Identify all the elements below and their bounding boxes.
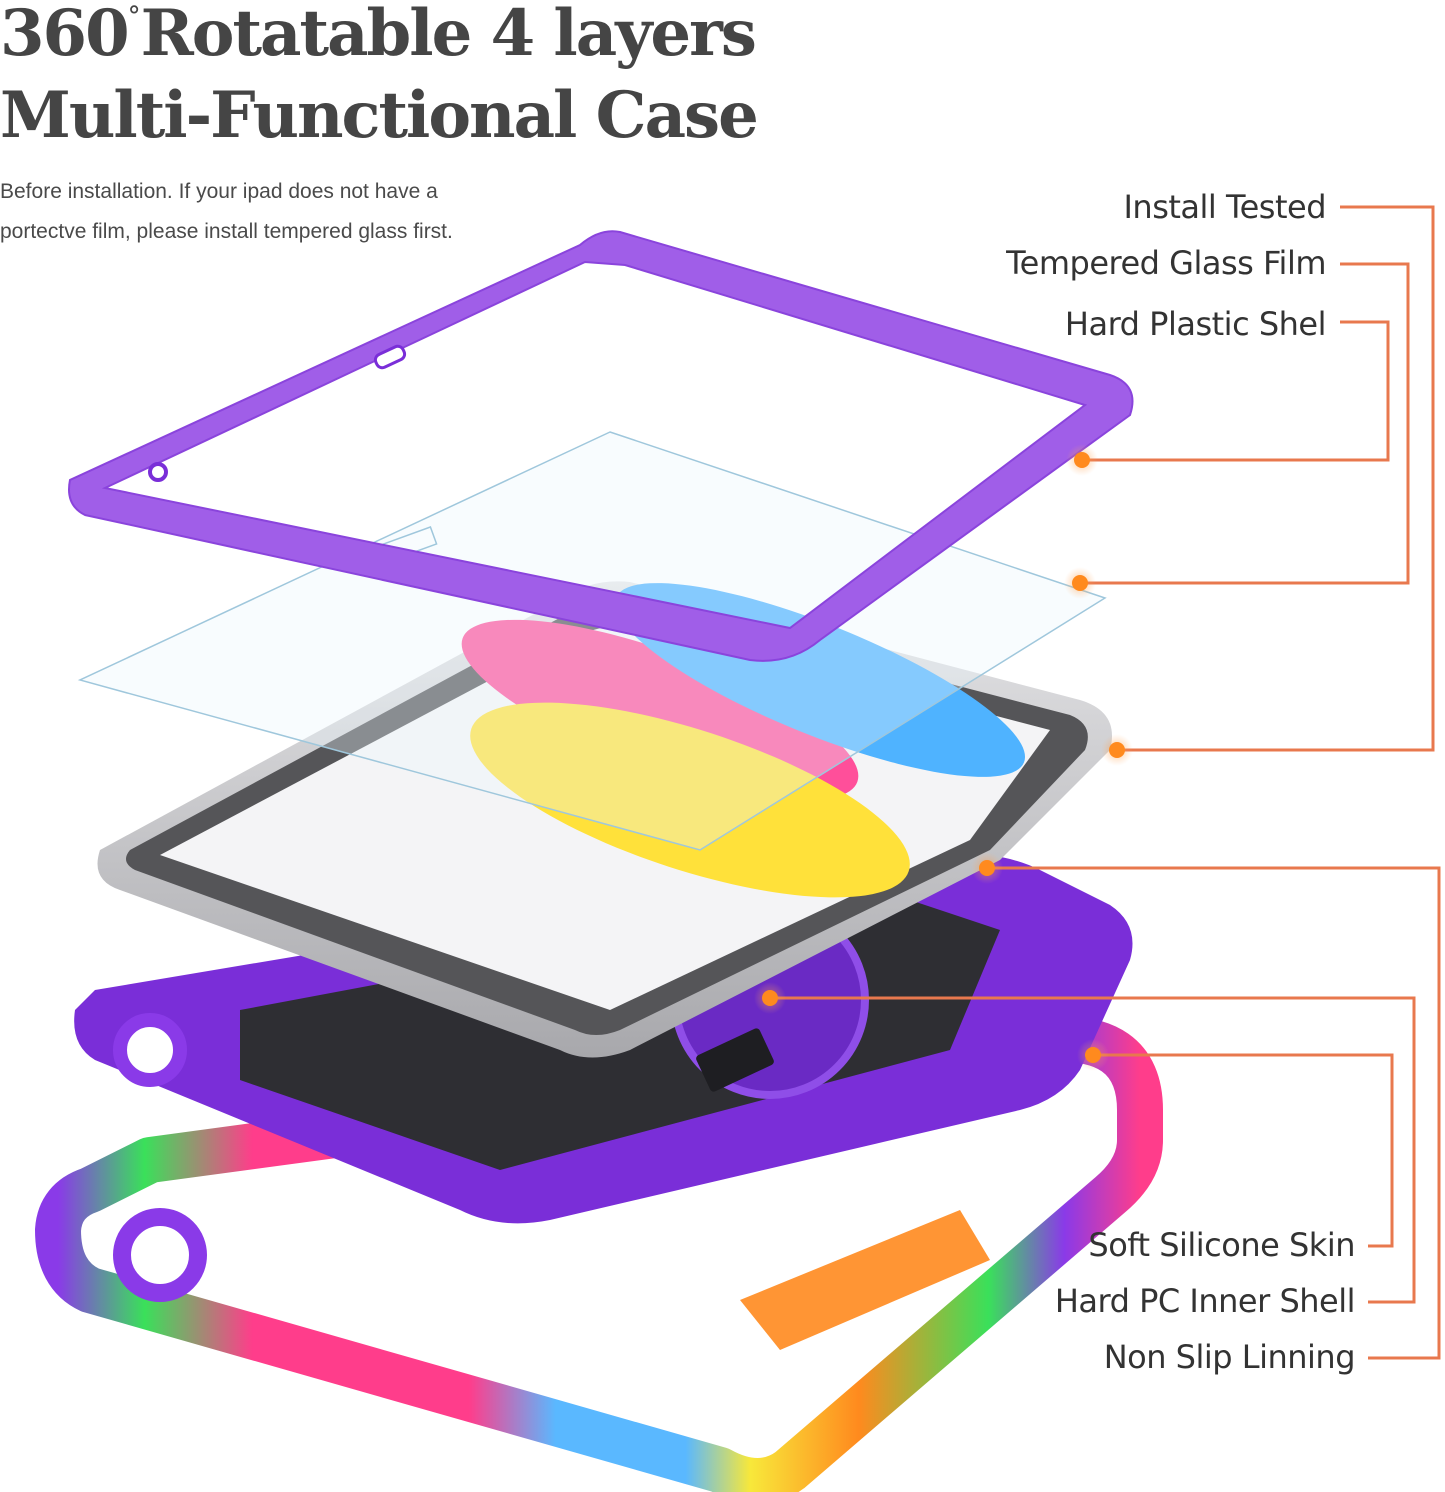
dot-non-slip [971, 852, 1003, 884]
leader-tempered-glass [1080, 262, 1410, 585]
installation-note: Before installation. If your ipad does n… [0, 172, 560, 252]
dot-tempered-glass [1064, 567, 1096, 599]
leader-hard-pc [770, 996, 1416, 1304]
headline-line-1: 360°Rotatable 4 layers [0, 2, 757, 66]
headline-number: 360 [0, 0, 130, 71]
front-frame [68, 230, 1134, 662]
label-tempered-glass-film: Tempered Glass Film [1006, 244, 1326, 282]
leader-install-tested [1117, 205, 1435, 752]
label-install-tested: Install Tested [1123, 188, 1326, 226]
installation-note-line-1: Before installation. If your ipad does n… [0, 180, 438, 203]
callout-dots [754, 444, 1133, 1071]
ipad [97, 581, 1112, 1058]
label-hard-plastic-shell: Hard Plastic Shel [1064, 305, 1327, 343]
headline-rest: Rotatable 4 layers [140, 0, 757, 71]
dot-hard-pc [754, 982, 786, 1014]
degree-symbol: ° [127, 2, 141, 32]
label-hard-pc-inner-shell: Hard PC Inner Shell [1054, 1282, 1356, 1320]
dot-hard-plastic [1066, 444, 1098, 476]
leader-soft-silicone [1093, 1053, 1394, 1248]
leader-lines [770, 205, 1441, 1360]
dot-soft-silicone [1077, 1039, 1109, 1071]
headline-line-2: Multi-Functional Case [0, 78, 759, 153]
leader-hard-plastic [1082, 320, 1390, 462]
installation-note-line-2: portectve film, please install tempered … [0, 220, 453, 243]
label-non-slip-lining: Non Slip Linning [1103, 1338, 1356, 1376]
label-soft-silicone-skin: Soft Silicone Skin [1088, 1226, 1355, 1264]
dot-install-tested [1101, 734, 1133, 766]
leader-non-slip [987, 866, 1441, 1360]
silicone-bumper [35, 1015, 1163, 1492]
